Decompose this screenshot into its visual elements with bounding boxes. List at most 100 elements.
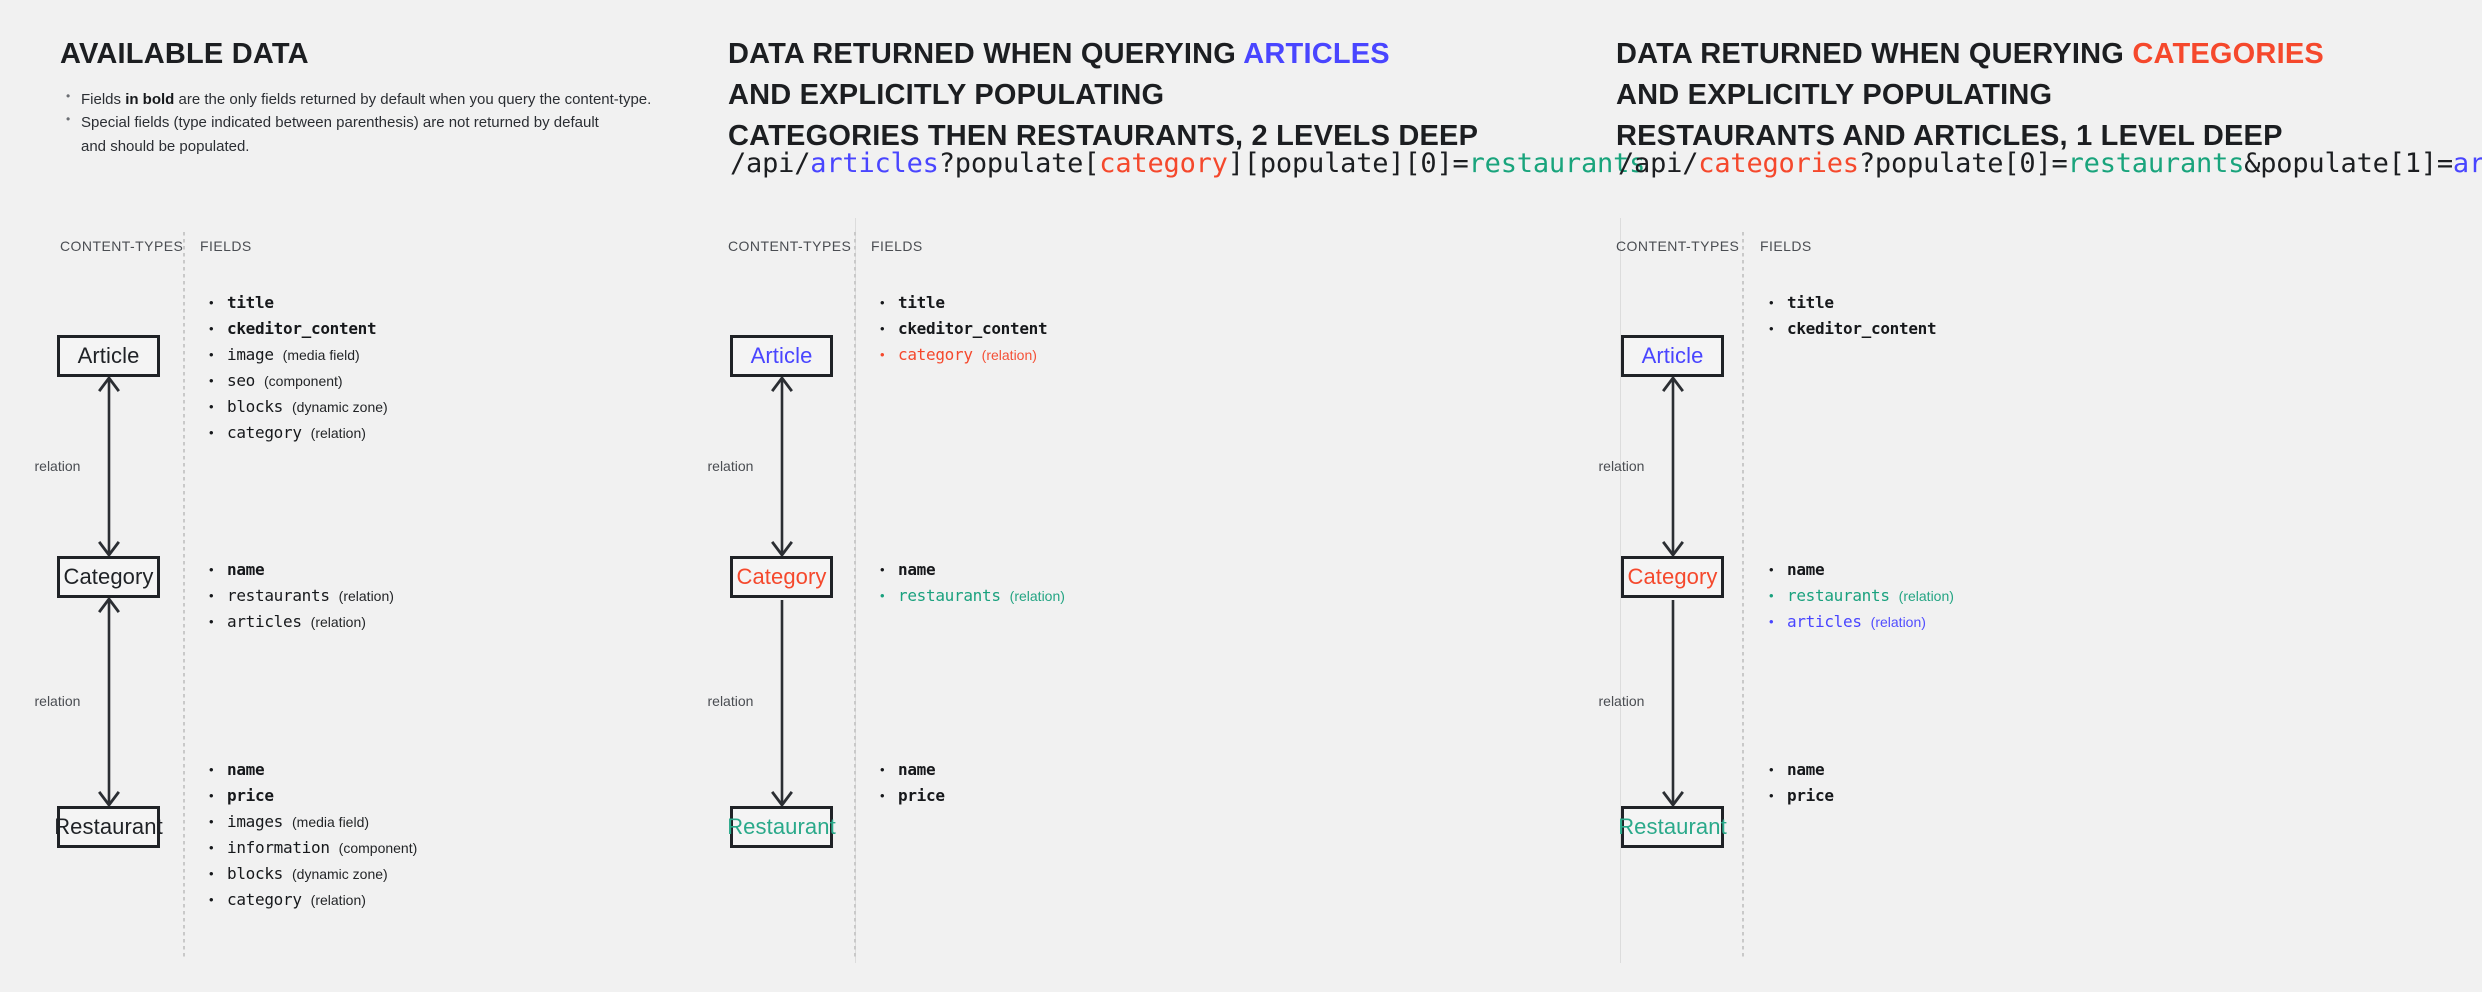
- field-type: (relation): [1870, 614, 1926, 630]
- url-segment: restaurants: [2067, 148, 2245, 179]
- field-type: (relation): [310, 425, 366, 441]
- entity-box-label: Restaurant: [727, 814, 836, 839]
- entity-box-restaurant[interactable]: Restaurant: [727, 806, 836, 848]
- relation-arrow-label: relation: [1598, 457, 1645, 474]
- field-row: information(component): [205, 835, 417, 861]
- entity-box-category[interactable]: Category: [1621, 556, 1724, 598]
- field-row: ckeditor_content: [205, 316, 388, 342]
- relation-arrow: [752, 598, 812, 808]
- panel-heading: DATA RETURNED WHEN QUERYING CATEGORIES AN…: [1616, 34, 2324, 158]
- title-line: RESTAURANTS AND ARTICLES, 1 LEVEL DEEP: [1616, 116, 2324, 157]
- field-row: restaurants(relation): [876, 583, 1065, 609]
- panel-separator: [1620, 218, 1621, 963]
- title-segment: DATA RETURNED WHEN QUERYING: [1616, 38, 2133, 70]
- relation-arrow: [79, 375, 139, 558]
- field-group-category: name restaurants(relation)articles(relati…: [205, 557, 394, 635]
- field-row: articles(relation): [205, 609, 394, 635]
- panel-available-data: AVAILABLE DATA Fields in bold are the onl…: [0, 0, 855, 992]
- field-group-article: titleckeditor_content: [1765, 290, 1937, 342]
- panel-title: DATA RETURNED WHEN QUERYING CATEGORIES AN…: [1616, 34, 2324, 158]
- field-type: (relation): [338, 588, 394, 604]
- intro-bullets: Fields in bold are the only fields retur…: [64, 87, 704, 158]
- relation-arrow-label: relation: [707, 457, 754, 474]
- field-group-article: title ckeditor_content category (relation): [876, 290, 1048, 368]
- field-row: image (media field): [205, 342, 388, 368]
- title-line: CATEGORIES THEN RESTAURANTS, 2 LEVELS DE…: [728, 116, 1478, 157]
- field-group-article: titleckeditor_contentimage(media field)s…: [205, 290, 388, 446]
- entity-box-category[interactable]: Category: [730, 556, 833, 598]
- field-row: name: [876, 557, 1065, 583]
- relation-arrow-label: relation: [1598, 693, 1645, 709]
- entity-box-label: Article: [750, 343, 813, 368]
- field-name: name: [1787, 560, 1825, 579]
- url-segment: categories: [1698, 148, 1859, 179]
- title-line: DATA RETURNED WHEN QUERYING CATEGORIES: [1616, 34, 2324, 75]
- field-row: category (relation): [876, 342, 1047, 368]
- field-name: images: [227, 812, 283, 831]
- field-name: category: [898, 345, 973, 364]
- entity-box-category[interactable]: Category: [57, 556, 160, 598]
- entity-box-label: Restaurant: [54, 814, 163, 839]
- entity-box-label: Article: [1641, 343, 1704, 368]
- entity-box-label: Category: [63, 564, 154, 589]
- field-row: price: [876, 783, 945, 809]
- field-row: title: [876, 290, 1047, 316]
- field-name: blocks: [227, 864, 283, 883]
- column-divider: [854, 232, 856, 960]
- panel-title: AVAILABLE DATA: [60, 34, 309, 75]
- field-type: (dynamic zone): [292, 866, 388, 882]
- field-name: title: [898, 293, 945, 312]
- intro-bullet-continuation: and should be populated.: [81, 137, 250, 155]
- field-row: ckeditor_content: [876, 316, 1048, 342]
- field-type: (relation): [1898, 588, 1954, 604]
- field-row: restaurants(relation): [205, 583, 394, 609]
- title-segment: CATEGORIES THEN RESTAURANTS, 2 LEVELS DE…: [728, 120, 1479, 153]
- entity-box-article[interactable]: Article: [1621, 335, 1724, 377]
- entity-box-label: Article: [77, 343, 140, 368]
- field-row: price: [1765, 783, 1834, 809]
- relation-arrow: [752, 375, 812, 558]
- field-type: (component): [264, 373, 343, 389]
- field-name: price: [1787, 786, 1834, 805]
- field-row: blocks (dynamic zone): [205, 394, 388, 420]
- label-content-types: CONTENT-TYPES: [1616, 238, 1740, 254]
- title-segment: AND EXPLICITLY POPULATING: [1616, 79, 2053, 112]
- field-group-category: namerestaurants(relation)articles(relati…: [1765, 557, 1954, 635]
- column-divider: [1742, 232, 1744, 960]
- field-row: name: [1765, 757, 1834, 783]
- title-segment: AVAILABLE DATA: [60, 38, 309, 70]
- field-name: name: [227, 560, 265, 579]
- relation-arrow: [1643, 598, 1703, 808]
- title-segment: RESTAURANTS AND ARTICLES, 1 LEVEL DEEP: [1616, 120, 2283, 153]
- url-segment: articles: [810, 148, 939, 179]
- label-fields: FIELDS: [871, 238, 923, 254]
- entity-box-restaurant[interactable]: Restaurant: [1618, 806, 1727, 848]
- field-name: price: [227, 786, 274, 805]
- entity-box-article[interactable]: Article: [57, 335, 160, 377]
- url-segment: &populate[1]=: [2244, 148, 2453, 179]
- field-row: category(relation): [205, 887, 417, 913]
- relation-arrow-label: relation: [34, 457, 81, 474]
- field-type: (relation): [981, 347, 1037, 363]
- api-url: /api/articles?populate[category][populat…: [730, 148, 1645, 179]
- entity-box-restaurant[interactable]: Restaurant: [54, 806, 163, 848]
- relation-arrow-icon: [770, 600, 793, 808]
- field-row: name: [205, 757, 417, 783]
- field-type: (media field): [282, 347, 360, 363]
- url-segment: ][populate][0]=: [1227, 148, 1469, 179]
- field-name: name: [227, 760, 265, 779]
- field-row: price: [205, 783, 417, 809]
- field-name: title: [227, 293, 274, 312]
- field-name: category: [227, 890, 302, 909]
- field-name: name: [898, 760, 936, 779]
- title-segment: AND EXPLICITLY POPULATING: [728, 79, 1165, 112]
- field-name: title: [1787, 293, 1834, 312]
- field-name: image: [227, 345, 274, 364]
- entity-box-article[interactable]: Article: [730, 335, 833, 377]
- field-group-restaurant: name price: [876, 757, 945, 809]
- field-name: blocks: [227, 397, 283, 416]
- relation-arrow: [1643, 375, 1703, 558]
- field-type: (dynamic zone): [292, 399, 388, 415]
